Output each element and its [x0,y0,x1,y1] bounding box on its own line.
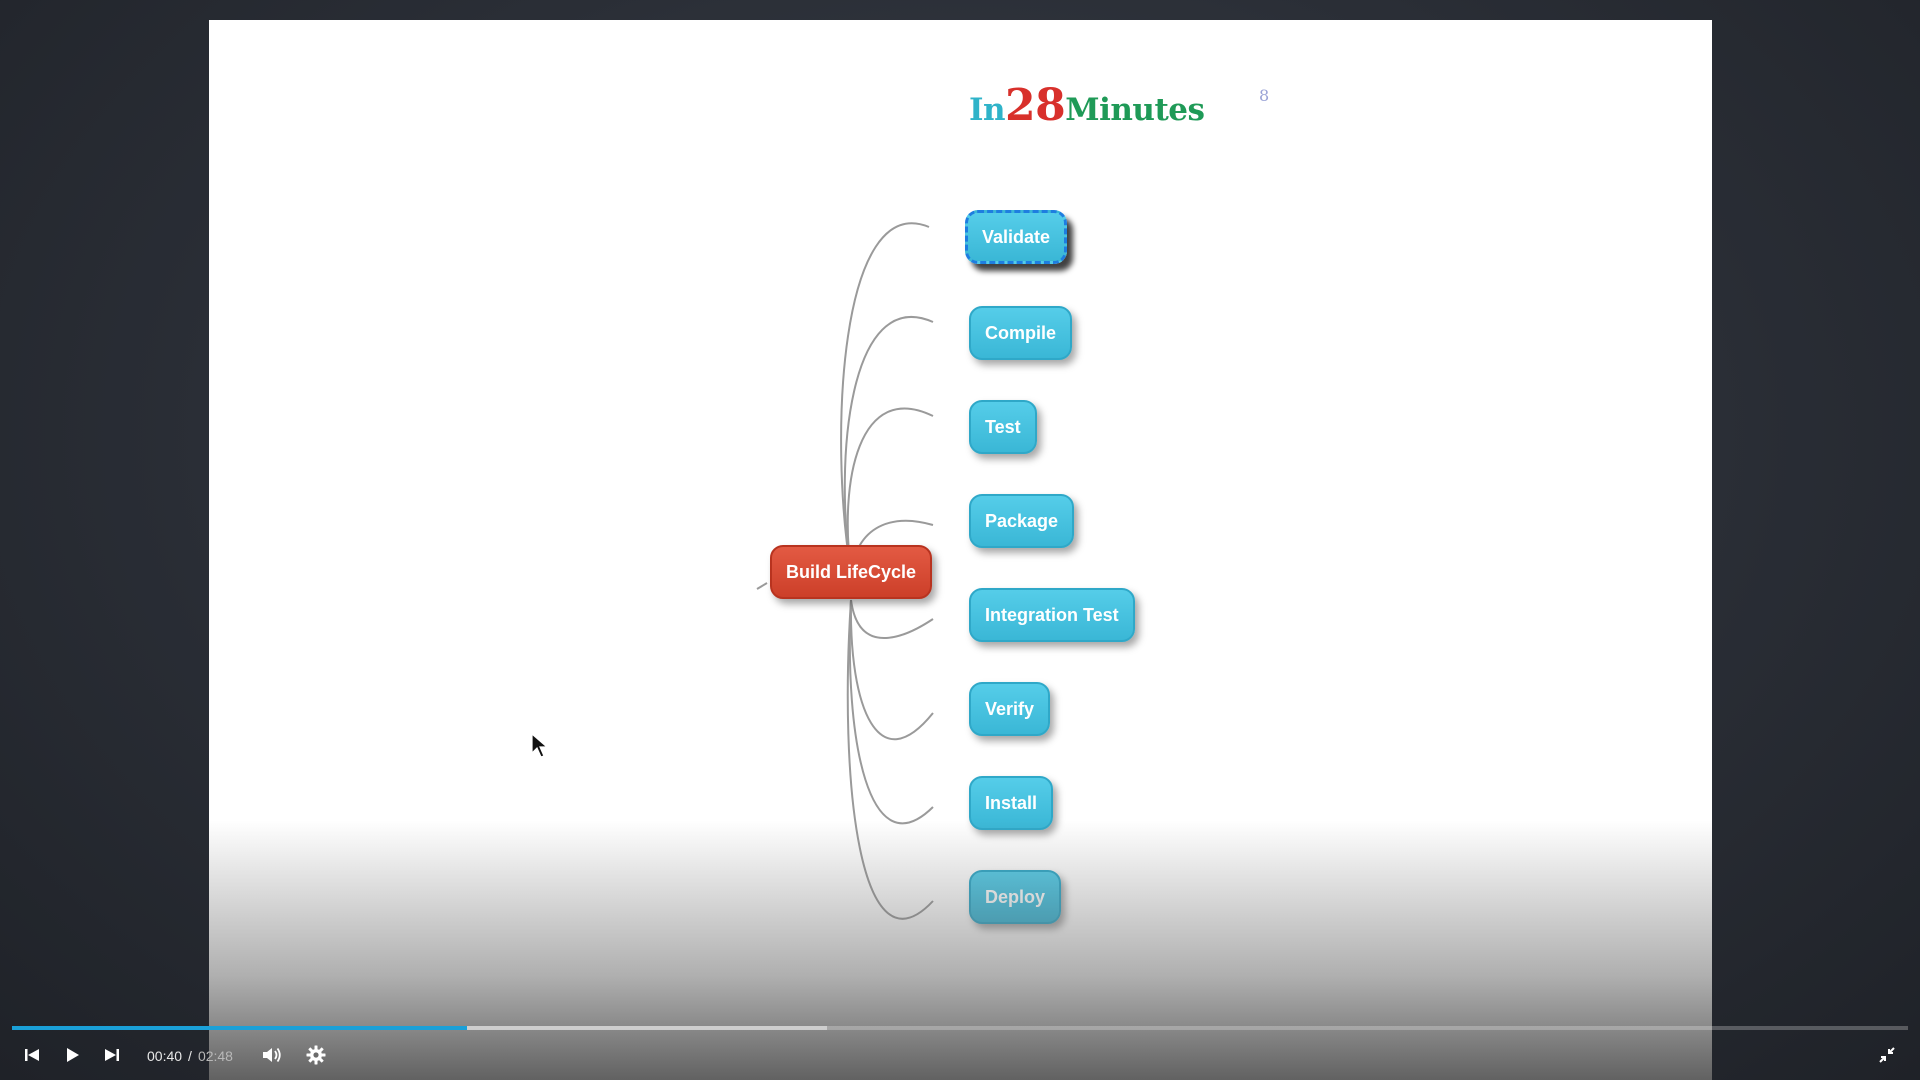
node-integration-test[interactable]: Integration Test [969,588,1135,642]
node-label: Verify [985,698,1035,719]
node-label: Test [985,416,1021,437]
connector-integration-test [850,599,934,639]
node-verify[interactable]: Verify [969,682,1051,736]
connector-validate [840,222,930,573]
logo-text-in: In [969,92,1006,128]
logo-text-minutes: Minutes [1065,92,1205,128]
connector-install [848,599,934,825]
play-icon[interactable] [57,1040,87,1070]
node-label: Compile [985,322,1057,343]
connector-stub [756,582,768,590]
node-build-lifecycle[interactable]: Build LifeCycle [770,545,933,599]
connector-compile [843,315,934,573]
current-time: 00:40 [147,1048,183,1064]
node-install[interactable]: Install [969,776,1054,830]
connector-verify [849,599,934,741]
skip-previous-icon[interactable] [17,1040,47,1070]
node-label: Package [985,510,1059,531]
seek-bar[interactable] [12,1026,1908,1030]
node-label: Build LifeCycle [786,561,917,582]
connector-test [846,407,934,573]
volume-icon[interactable] [257,1040,287,1070]
player-controls: 00:40 / 02:48 [0,1030,1920,1080]
node-compile[interactable]: Compile [969,306,1073,360]
node-deploy[interactable]: Deploy [969,870,1062,924]
node-validate[interactable]: Validate [965,210,1068,264]
node-test[interactable]: Test [969,400,1037,454]
mouse-cursor-icon [531,733,549,758]
video-frame[interactable]: In28Minutes 8 Build LifeCycle Validate C… [209,20,1712,1080]
time-separator: / [188,1048,192,1064]
node-label: Validate [982,226,1051,247]
time-display: 00:40 / 02:48 [147,1048,233,1064]
gear-icon[interactable] [301,1040,331,1070]
slide-number: 8 [1259,86,1270,105]
node-label: Install [985,792,1038,813]
duration: 02:48 [197,1048,233,1064]
in28minutes-logo: In28Minutes [969,80,1205,131]
mindmap-connectors [756,222,934,920]
logo-text-28: 28 [1005,80,1066,131]
node-package[interactable]: Package [969,494,1075,548]
exit-fullscreen-icon[interactable] [1872,1040,1902,1070]
seek-bar-played [12,1026,468,1030]
node-label: Deploy [985,886,1046,907]
skip-next-icon[interactable] [97,1040,127,1070]
node-label: Integration Test [985,604,1119,625]
